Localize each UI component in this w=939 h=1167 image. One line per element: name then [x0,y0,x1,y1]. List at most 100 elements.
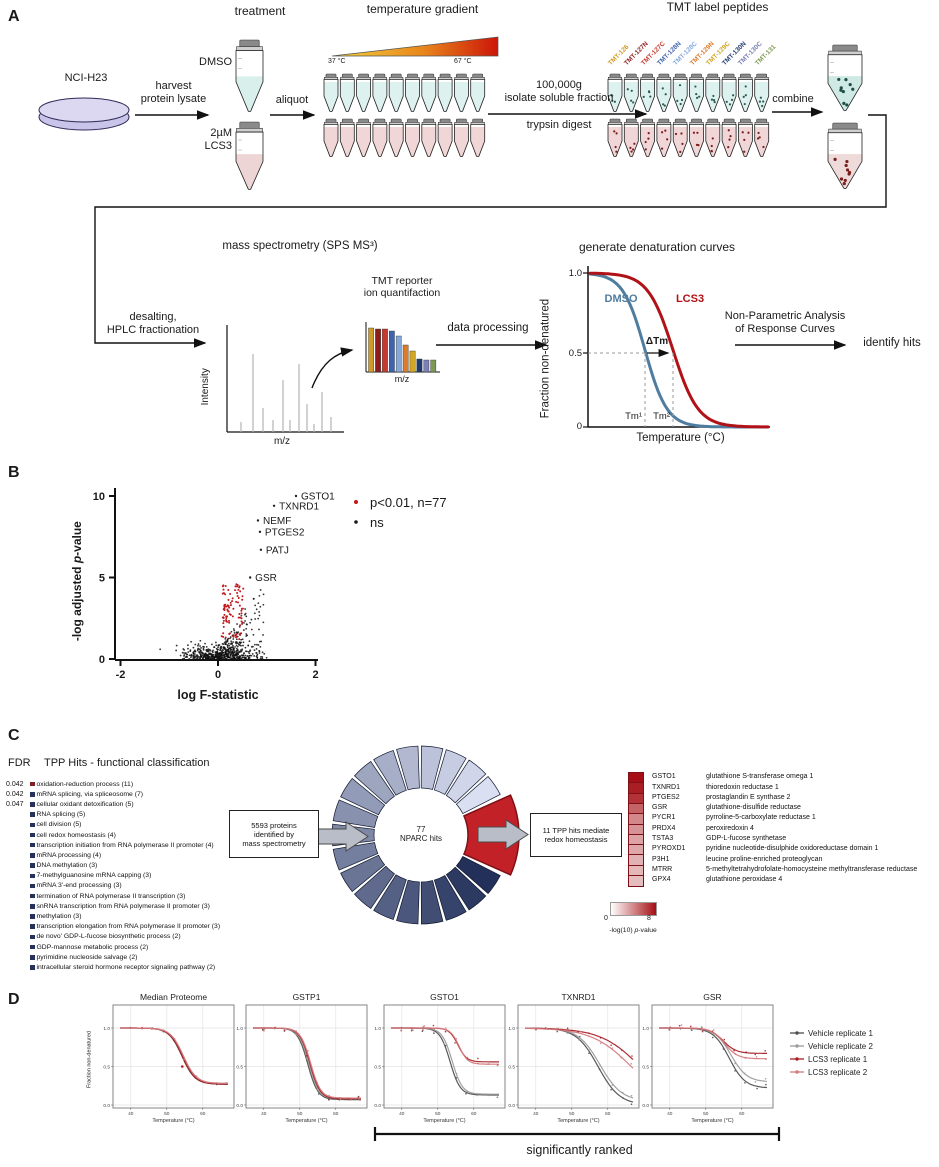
trypsin-label: trypsin digest [526,119,592,131]
classification-item: snRNA transcription from RNA polymerase … [6,901,220,911]
volcano-x-axis-label: log F-statistic [177,688,259,702]
gene-symbol: PYROXD1 [652,845,686,853]
svg-text:0.0: 0.0 [103,1103,110,1109]
category-label: RNA splicing (5) [36,811,86,819]
svg-text:TXNRD1: TXNRD1 [279,501,319,512]
svg-text:60: 60 [739,1111,745,1117]
gene-description: thioredoxin reductase 1 [706,783,779,791]
gene-description: leucine proline-enriched proteoglycan [706,855,823,863]
panel-b-label: B [8,464,20,481]
category-marker [30,965,35,970]
soluble-fraction-label: 100,000g isolate soluble fraction [504,79,614,104]
classification-item: RNA splicing (5) [6,810,220,820]
svg-text:0.5: 0.5 [508,1064,515,1070]
svg-text:1.0: 1.0 [508,1026,515,1032]
denaturation-ytick-05: 0.5 [568,348,582,359]
svg-text:0.5: 0.5 [642,1064,649,1070]
category-marker [30,822,35,828]
denaturation-x-axis-label: Temperature (°C) [636,432,725,444]
category-marker [30,853,35,858]
lcs3-tube-label: 2µM LCS3 [204,127,232,152]
flow-arrows [317,819,529,852]
significantly-ranked-label: significantly ranked [526,1143,633,1157]
ms-title: mass spectrometry (SPS MS³) [222,240,378,252]
category-marker [30,944,35,950]
svg-text:50: 50 [164,1111,170,1117]
classification-item: cell division (5) [6,820,220,830]
svg-text:-2: -2 [116,669,126,681]
nparc-label: Non-Parametric Analysis of Response Curv… [724,310,846,335]
svg-text:p<0.01, n=77: p<0.01, n=77 [370,495,447,510]
svg-text:40: 40 [667,1111,673,1117]
tmt-header: TMT label peptides [666,0,769,14]
fdr-value: 0.042 [6,790,24,798]
category-marker [30,924,35,929]
classification-item: de novo' GDP-L-fucose biosynthetic proce… [6,932,220,942]
tm2-label: Tm² [653,411,670,422]
panel-c-label: C [8,727,20,744]
tm1-label: Tm¹ [625,411,642,422]
scale-caption: -log(10) p-value [609,927,657,934]
svg-text:0.5: 0.5 [103,1064,110,1070]
gene-symbol: MTRR [652,865,673,873]
classification-item: intracellular steroid hormone receptor s… [6,962,220,972]
temperature-gradient-header: temperature gradient [366,2,479,16]
desalting-label: desalting, HPLC fractionation [106,311,200,336]
panel-d-label: D [8,991,20,1008]
gene-description: 5-methyltetrahydrofolate-homocysteine me… [706,865,918,873]
gene-description: pyridine nucleotide-disulphide oxidoredu… [706,845,879,853]
dmso-tube-label: DMSO [199,56,232,68]
ms-spectrum [226,325,354,433]
classification-item: transcription initiation from RNA polyme… [6,840,220,850]
svg-text:GSTP1: GSTP1 [293,992,321,1002]
classification-item: termination of RNA polymerase II transcr… [6,891,220,901]
svg-text:50: 50 [297,1111,303,1117]
spectrum-x-axis-label: m/z [273,436,291,447]
gene-symbol: GPX4 [652,876,671,884]
svg-text:Temperature (°C): Temperature (°C) [557,1118,599,1124]
dmso-curve-label: DMSO [604,293,638,305]
gene-description: glutathione-disulfide reductase [706,804,801,812]
svg-text:2: 2 [312,669,318,681]
gene-description: prostaglandin E synthase 2 [706,793,791,801]
category-marker [30,812,35,817]
svg-text:60: 60 [471,1111,477,1117]
panel-a-label: A [8,8,20,25]
category-label: cellular oxidant detoxification (5) [36,800,134,808]
classification-header: TPP Hits - functional classification [44,757,210,769]
category-label: mRNA processing (4) [36,851,102,859]
classification-item: GDP-mannose metabolic process (2) [6,942,220,952]
category-label: transcription initiation from RNA polyme… [36,841,214,849]
donut-chart [331,745,520,925]
denaturation-plot [583,266,770,429]
category-marker [30,863,35,868]
aliquot-label: aliquot [275,94,309,106]
category-label: termination of RNA polymerase II transcr… [36,892,186,900]
category-marker [30,802,35,807]
scale-gradient [610,902,657,916]
classification-item: mRNA processing (4) [6,850,220,860]
panel-a-graphics [38,36,887,350]
svg-text:0.5: 0.5 [374,1064,381,1070]
svg-text:PATJ: PATJ [266,545,289,556]
category-marker [30,832,35,838]
category-label: DNA methylation (3) [36,862,98,870]
volcano-y-axis-label: -log adjusted p-value [69,521,84,642]
gene-symbol: TXNRD1 [652,783,681,791]
svg-text:0: 0 [99,654,105,666]
svg-text:Temperature (°C): Temperature (°C) [691,1118,733,1124]
denaturation-ytick-1: 1.0 [568,268,582,279]
svg-text:LCS3 replicate 2: LCS3 replicate 2 [808,1068,868,1077]
category-marker [30,842,35,848]
lcs3-curve-label: LCS3 [675,293,705,305]
svg-text:Temperature (°C): Temperature (°C) [285,1118,327,1124]
svg-text:LCS3 replicate 1: LCS3 replicate 1 [808,1055,868,1064]
